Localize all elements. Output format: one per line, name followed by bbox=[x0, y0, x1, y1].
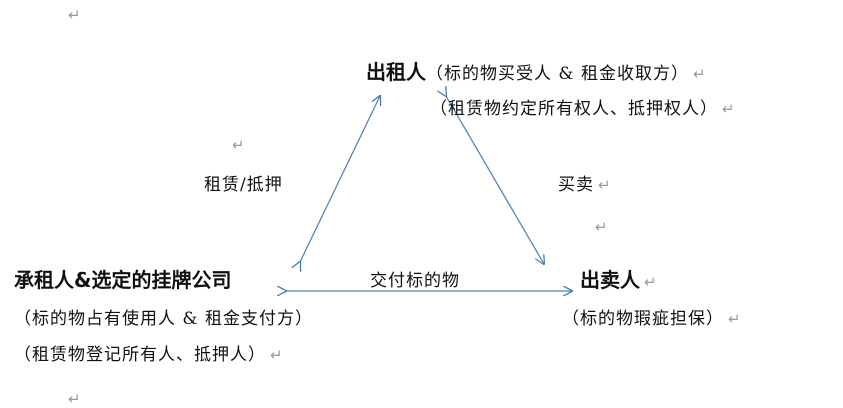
paragraph-mark: ↵ bbox=[722, 100, 735, 118]
lessee-rights-line: （租赁物登记所有人、抵押人） bbox=[14, 345, 266, 365]
seller-role-line: （标的物瑕疵担保） bbox=[562, 309, 724, 329]
lessee-node: 承租人&选定的挂牌公司 bbox=[14, 264, 231, 293]
lessor-node: 出租人（标的物买受人 & 租金收取方）↵ bbox=[366, 56, 706, 85]
lease-mortgage-label: 租赁/抵押 bbox=[204, 175, 283, 195]
seller-node: 出卖人↵ bbox=[580, 264, 657, 293]
paragraph-mark: ↵ bbox=[232, 136, 245, 154]
seller-title: 出卖人 bbox=[580, 268, 640, 292]
lessor-rights-row: （租赁物约定所有权人、抵押权人）↵ bbox=[430, 94, 735, 119]
seller-role-row: （标的物瑕疵担保）↵ bbox=[562, 304, 741, 329]
lessor-rights-line: （租赁物约定所有权人、抵押权人） bbox=[430, 99, 718, 119]
paragraph-mark: ↵ bbox=[598, 176, 611, 194]
sale-arrow bbox=[446, 96, 544, 264]
paragraph-mark: ↵ bbox=[595, 218, 608, 236]
delivery-label: 交付标的物 bbox=[370, 271, 460, 291]
paragraph-mark: ↵ bbox=[68, 390, 81, 408]
lease-mortgage-arrow bbox=[300, 96, 380, 262]
paragraph-mark: ↵ bbox=[692, 65, 706, 83]
lessee-role-line: （标的物占有使用人 & 租金支付方） bbox=[14, 309, 313, 329]
lessee-title: 承租人&选定的挂牌公司 bbox=[14, 268, 232, 292]
lessee-role-row: （标的物占有使用人 & 租金支付方） bbox=[14, 304, 313, 329]
paragraph-mark: ↵ bbox=[644, 273, 657, 291]
lessee-rights-row: （租赁物登记所有人、抵押人）↵ bbox=[14, 340, 283, 365]
lessor-title: 出租人 bbox=[366, 60, 426, 84]
paragraph-mark: ↵ bbox=[728, 310, 741, 328]
sale-label: 买卖↵ bbox=[558, 175, 611, 195]
paragraph-mark: ↵ bbox=[270, 346, 283, 364]
paragraph-mark: ↵ bbox=[68, 6, 81, 24]
lessor-role-line: （标的物买受人 & 租金收取方） bbox=[426, 64, 689, 84]
